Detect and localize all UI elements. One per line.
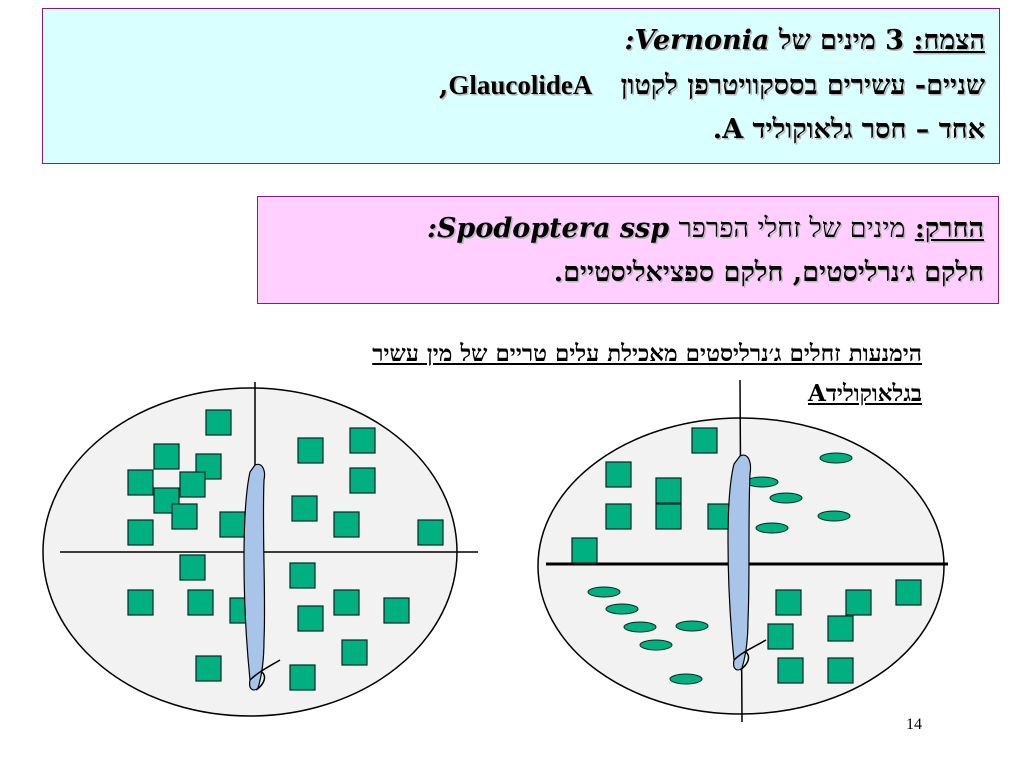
leaf-disk-square	[195, 453, 222, 480]
compound-comma: ,	[439, 70, 449, 101]
insect-types-text: חלקם ג׳נרליסטים, חלקם ספציאליסטיים.	[553, 257, 984, 288]
plant-line-3: אחד – חסר גלאוקוליד A.	[57, 108, 985, 152]
insect-label: החרק:	[914, 213, 984, 244]
insect-description: מינים של זחלי הפרפר	[678, 213, 906, 244]
right-stem	[727, 454, 767, 671]
leaf-disk-square	[297, 437, 324, 464]
insect-colon: :	[426, 213, 437, 244]
leaf-disk-square	[349, 427, 376, 454]
leaf-disk-square	[297, 605, 324, 632]
leaf-disk-square	[179, 471, 206, 498]
eaten-leaf-disk-oval	[639, 639, 673, 651]
leaf-disk-square	[895, 579, 922, 606]
plant-lacking-text: אחד – חסר גלאוקוליד A.	[712, 114, 985, 145]
leaf-disk-square	[333, 589, 360, 616]
leaf-disk-square	[127, 519, 154, 546]
plant-rich-text: שניים- עשירים בססקוויטרפן לקטון	[620, 70, 985, 101]
leaf-disk-square	[775, 589, 802, 616]
left-stem	[243, 463, 281, 691]
leaf-disk-square	[767, 623, 794, 650]
leaf-disk-square	[219, 511, 246, 538]
leaf-disk-square	[655, 477, 682, 504]
leaf-disk-square	[195, 655, 222, 682]
leaf-disk-square	[127, 469, 154, 496]
eaten-leaf-disk-oval	[755, 522, 789, 534]
eaten-leaf-disk-oval	[675, 620, 709, 632]
right-leaf-disks	[571, 427, 922, 685]
leaf-disk-square	[383, 597, 410, 624]
plant-info-box: הצמח: 3 מינים של Vernonia: שניים- עשירים…	[42, 8, 1000, 164]
eaten-leaf-disk-oval	[623, 621, 657, 633]
left-stem-tail	[249, 659, 281, 691]
plant-label: הצמח:	[913, 25, 985, 56]
eaten-leaf-disk-oval	[605, 603, 639, 615]
plant-line-2: שניים- עשירים בססקוויטרפן לקטון Glaucoli…	[57, 63, 985, 108]
leaf-disk-square	[777, 657, 804, 684]
leaf-disk-square	[417, 519, 444, 546]
leaf-disk-square	[153, 443, 180, 470]
leaf-disk-square	[291, 495, 318, 522]
eaten-leaf-disk-oval	[587, 586, 621, 598]
insect-line-2: חלקם ג׳נרליסטים, חלקם ספציאליסטיים.	[272, 251, 984, 295]
leaf-disk-square	[605, 503, 632, 530]
leaf-disk-square	[289, 664, 316, 691]
leaf-disk-square	[205, 409, 232, 436]
leaf-disk-square	[845, 589, 872, 616]
insect-info-box: החרק: מינים של זחלי הפרפר Spodoptera ssp…	[257, 196, 999, 304]
right-stem-shape	[727, 454, 752, 671]
plant-colon: :	[624, 25, 635, 56]
eaten-leaf-disk-oval	[745, 476, 779, 488]
right-dish	[537, 379, 948, 723]
caption-line-1: הימנעות זחלים ג׳נרליסטים מאכילת עלים טרי…	[372, 340, 922, 367]
right-stem-tail	[733, 639, 767, 671]
leaf-disk-square	[349, 467, 376, 494]
leaf-disk-square	[655, 503, 682, 530]
leaf-disk-square	[187, 589, 214, 616]
leaf-disk-square	[691, 427, 718, 454]
insect-species-name: Spodoptera ssp	[436, 213, 670, 244]
leaf-disk-square	[333, 511, 360, 538]
leaf-disk-square	[827, 615, 854, 642]
eaten-leaf-disk-oval	[769, 492, 803, 504]
leaf-disk-square	[571, 537, 598, 564]
eaten-leaf-disk-oval	[817, 510, 851, 522]
caption-line-2: בגלאוקולידA	[808, 380, 922, 407]
compound-name: GlaucolideA	[448, 70, 593, 100]
leaf-disk-square	[171, 503, 198, 530]
plant-species-name: Vernonia	[634, 25, 770, 56]
leaf-disk-square	[127, 589, 154, 616]
eaten-leaf-disk-oval	[819, 452, 853, 464]
eaten-leaf-disk-oval	[669, 673, 703, 685]
plant-line-1: הצמח: 3 מינים של Vernonia:	[57, 19, 985, 63]
insect-line-1: החרק: מינים של זחלי הפרפר Spodoptera ssp…	[272, 207, 984, 251]
leaf-disk-square	[289, 562, 316, 589]
leaf-disk-square	[341, 639, 368, 666]
leaf-disk-square	[827, 657, 854, 684]
page-number: 14	[906, 716, 922, 733]
plant-species-count: 3 מינים של	[778, 25, 904, 56]
left-dish	[42, 382, 478, 717]
leaf-disk-square	[179, 554, 206, 581]
experiment-caption: הימנעות זחלים ג׳נרליסטים מאכילת עלים טרי…	[130, 334, 922, 414]
leaf-disk-square	[605, 461, 632, 488]
